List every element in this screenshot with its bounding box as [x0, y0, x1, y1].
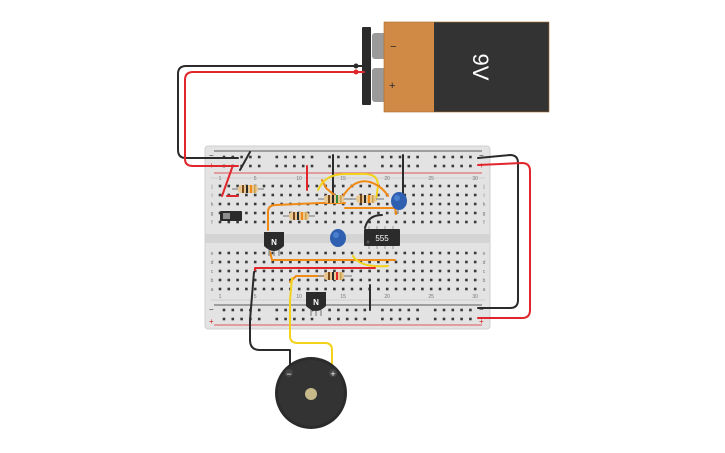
row-letter-left: e	[211, 251, 214, 257]
row-letter-left: h	[211, 202, 214, 208]
column-number: 25	[428, 294, 434, 300]
transistor-npn-2[interactable]: N	[306, 292, 326, 316]
resistor-5[interactable]	[318, 272, 352, 280]
resistor-3[interactable]	[318, 195, 352, 203]
wire-black-1[interactable]	[239, 151, 251, 171]
rail-plus-label-bottom-right: +	[479, 317, 484, 326]
row-letter-left: a	[211, 287, 214, 293]
slide-switch[interactable]	[220, 211, 242, 221]
column-number: 15	[340, 176, 346, 182]
row-letter-left: i	[211, 193, 212, 199]
column-number: 20	[384, 176, 390, 182]
battery-body	[384, 22, 434, 112]
column-number: 30	[472, 294, 478, 300]
board-wires[interactable]	[221, 151, 404, 369]
ic-555-timer[interactable]: 555	[364, 226, 400, 249]
buzzer-positive-wire[interactable]	[289, 277, 333, 369]
buzzer-center	[305, 388, 317, 400]
transistor-npn-1[interactable]: N	[264, 232, 284, 256]
wire-red-1[interactable]	[221, 167, 233, 197]
rail-link-red-right[interactable]	[477, 162, 531, 319]
piezo-buzzer[interactable]: − +	[275, 357, 347, 429]
row-letter-left: g	[211, 211, 214, 217]
buzzer-negative-wire[interactable]	[249, 271, 291, 369]
column-number: 5	[254, 176, 257, 182]
column-number: 10	[296, 294, 302, 300]
capacitor-2[interactable]	[330, 229, 346, 247]
column-number: 10	[296, 176, 302, 182]
column-number: 1	[219, 176, 222, 182]
battery-negative-wire[interactable]	[177, 65, 365, 159]
wire-black-4[interactable]	[364, 214, 383, 229]
battery-negative-terminal-label: −	[390, 41, 396, 53]
wire-red-3[interactable]	[254, 267, 376, 271]
resistor-1[interactable]	[232, 185, 264, 193]
wire-orange-5[interactable]	[269, 251, 396, 261]
row-letter-left: j	[210, 184, 212, 190]
row-letter-right: a	[483, 287, 486, 293]
transistor-1-label: N	[271, 238, 277, 247]
column-number: 25	[428, 176, 434, 182]
row-letter-right: g	[483, 211, 486, 217]
transistor-2-label: N	[313, 298, 319, 307]
buzzer-negative-label: −	[286, 369, 291, 379]
battery-positive-wire[interactable]	[184, 71, 365, 167]
rail-minus-label-top-left: −	[209, 151, 214, 160]
rail-link-black-right[interactable]	[477, 154, 519, 309]
row-letter-left: d	[211, 260, 214, 266]
row-letter-right: d	[483, 260, 486, 266]
rail-minus-label-top-right: −	[479, 151, 484, 160]
battery-label-panel	[434, 22, 549, 112]
row-letter-left: f	[211, 220, 213, 226]
row-letter-right: c	[483, 269, 486, 275]
column-number: 15	[340, 294, 346, 300]
row-letter-right: h	[483, 202, 486, 208]
buzzer-positive-label: +	[330, 369, 335, 379]
column-number: 30	[472, 176, 478, 182]
column-number: 20	[384, 294, 390, 300]
rail-minus-label-bottom-left: −	[209, 305, 214, 314]
column-number: 1	[219, 294, 222, 300]
row-letter-left: c	[211, 269, 214, 275]
wire-orange-1[interactable]	[267, 202, 346, 231]
rail-minus-label-bottom-right: −	[479, 305, 484, 314]
battery-9v[interactable]: 9V − +	[362, 21, 550, 113]
row-letter-right: e	[483, 251, 486, 257]
wire-yellow-1[interactable]	[317, 173, 379, 201]
row-letter-left: b	[211, 278, 214, 284]
wire-orange-3[interactable]	[342, 180, 389, 197]
row-letter-right: b	[483, 278, 486, 284]
resistor-4[interactable]	[350, 195, 384, 203]
column-number: 5	[254, 294, 257, 300]
ic-label: 555	[375, 234, 389, 243]
resistor-2[interactable]	[283, 212, 315, 220]
rail-plus-label-bottom-left: +	[209, 317, 214, 326]
battery-voltage-label: 9V	[468, 54, 493, 81]
wire-yellow-2[interactable]	[352, 255, 389, 268]
power-wires[interactable]	[177, 63, 531, 319]
row-letter-right: j	[482, 184, 484, 190]
row-letter-right: f	[483, 220, 485, 226]
row-letter-right: i	[483, 193, 484, 199]
capacitor-1[interactable]	[391, 192, 407, 214]
battery-positive-terminal-label: +	[389, 80, 395, 92]
